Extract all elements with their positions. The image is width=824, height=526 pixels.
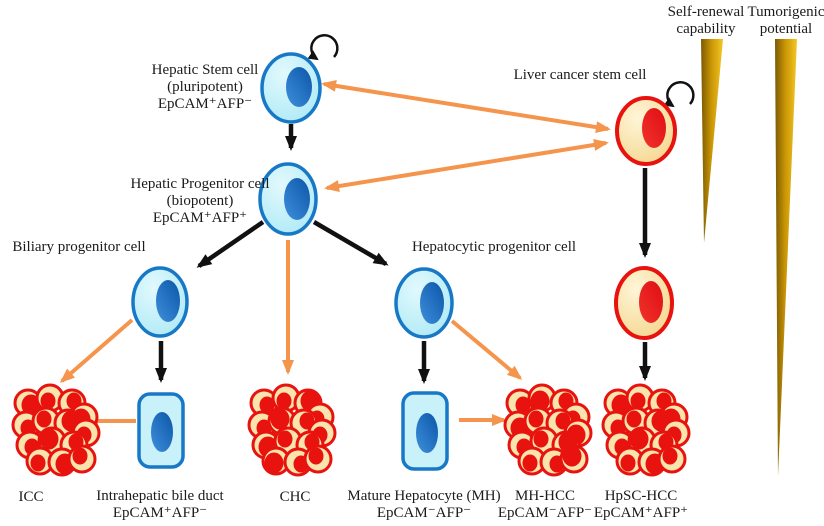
arrow-hepatocytic-to-mh-hcc <box>450 319 523 380</box>
double-arrow-stem-lcsc <box>321 79 611 134</box>
hepatocytic-progenitor-cell-label: Hepatocytic progenitor cell <box>411 239 577 255</box>
cancer-cells <box>614 96 677 340</box>
intrahepatic-bile-duct-label: Intrahepatic bile duct EpCAM⁺AFP⁻ <box>96 488 224 521</box>
hepatic-progenitor-cell-label: Hepatic Progenitor cell (biopotent) EpCA… <box>130 176 270 226</box>
self-renewal-axis-label: Self-renewal capability <box>667 4 745 37</box>
blue-cells <box>131 52 454 471</box>
cancer-progenitor-cell-icon <box>614 266 674 340</box>
arrow-progenitor-to-biliary <box>196 220 265 268</box>
arrow-progenitor-to-hepatocytic <box>312 220 389 266</box>
intrahepatic-bile-duct-cell-icon <box>137 392 185 469</box>
hpsc-hcc-label: HpSC-HCC EpCAM⁺AFP⁺ <box>593 488 689 521</box>
liver-cancer-stem-cell-icon <box>615 96 677 166</box>
arrow-biliary-to-icc <box>59 318 134 383</box>
chc-label: CHC <box>279 489 311 505</box>
mature-hepatocyte-label: Mature Hepatocyte (MH) EpCAM⁻AFP⁻ <box>347 488 501 521</box>
stem-cell-self-renewal-loop-icon <box>307 34 339 61</box>
double-arrow-progenitor-lcsc <box>324 138 609 193</box>
lcsc-self-renewal-loop-icon <box>663 81 695 108</box>
hepatic-stem-cell-icon <box>260 52 322 124</box>
hpsc-hcc-tumor-cluster-icon <box>601 383 691 477</box>
tumor-clusters <box>11 383 691 477</box>
self-renewal-gradient-triangle <box>701 39 723 243</box>
mh-hcc-tumor-cluster-icon <box>503 383 593 477</box>
orange-arrows <box>59 79 611 427</box>
hepatic-stem-cell-label: Hepatic Stem cell (pluripotent) EpCAM⁺AF… <box>151 62 259 112</box>
mh-hcc-label: MH-HCC EpCAM⁻AFP⁻ <box>497 488 593 521</box>
chc-tumor-cluster-icon <box>247 383 337 477</box>
tumorigenic-axis-label: Tumorigenic potential <box>747 4 824 37</box>
mature-hepatocyte-cell-icon <box>401 391 449 471</box>
icc-tumor-cluster-icon <box>11 383 101 477</box>
biliary-progenitor-cell-label: Biliary progenitor cell <box>12 239 146 255</box>
biliary-progenitor-cell-icon <box>131 266 189 338</box>
hepatocytic-progenitor-cell-icon <box>394 267 454 339</box>
liver-cancer-stem-cell-label: Liver cancer stem cell <box>513 67 647 83</box>
tumorigenic-gradient-triangle <box>775 39 797 476</box>
hepatic-progenitor-cell-icon <box>258 162 318 236</box>
self-renewal-loops <box>307 34 695 108</box>
black-arrows <box>155 124 651 384</box>
icc-label: ICC <box>18 489 44 505</box>
